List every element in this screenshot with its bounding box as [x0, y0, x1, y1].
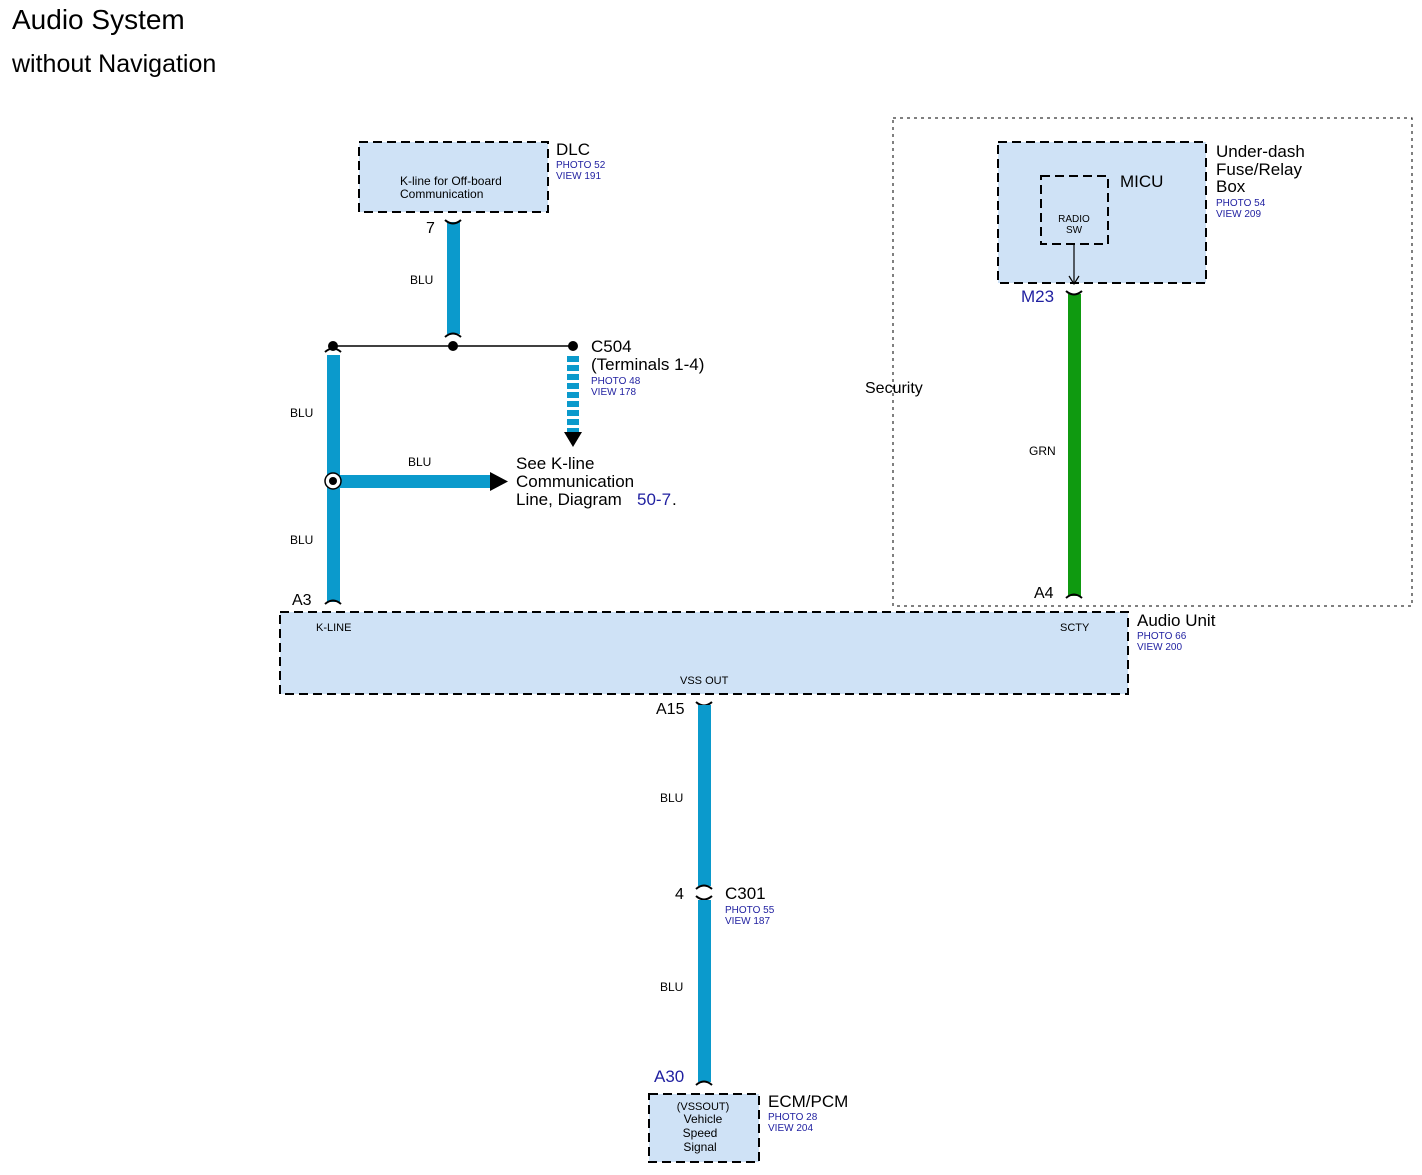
junction-dot-right: [568, 341, 578, 351]
audio-vss-label: VSS OUT: [680, 675, 729, 687]
wire-label-left-lower: BLU: [290, 533, 313, 547]
underdash-box: [997, 141, 1207, 284]
wire-label-audio-c301: BLU: [660, 791, 683, 805]
see-kline-link[interactable]: 50-7: [637, 490, 671, 509]
c301-photo[interactable]: PHOTO 55: [725, 905, 775, 916]
audio-unit-box: [279, 611, 1129, 695]
dlc-name: DLC: [556, 140, 590, 159]
a3-connector-mark: [324, 599, 342, 605]
branch-arrow: [490, 472, 508, 491]
see-kline-line1: See K-line: [516, 454, 594, 473]
c301-upper-mark: [695, 884, 713, 890]
ecm-pin: A30: [654, 1067, 684, 1086]
wire-dlc-to-junction: [447, 222, 460, 334]
a30-connector-mark: [695, 1080, 713, 1086]
radio-sw-arrow: [1068, 275, 1080, 286]
audio-pin-a3: A3: [292, 592, 312, 609]
wire-c301-to-ecm: [698, 900, 711, 1082]
junction-connector-mark: [444, 332, 462, 338]
underdash-line3: Box: [1216, 177, 1246, 196]
branch-splice-dot: [329, 477, 337, 485]
c301-pin: 4: [675, 886, 684, 903]
audio-unit-view[interactable]: VIEW 200: [1137, 642, 1182, 653]
see-kline-line3: Line, Diagram: [516, 490, 622, 509]
ecm-box: [648, 1093, 760, 1163]
wire-label-left-upper: BLU: [290, 406, 313, 420]
audio-pin-a15: A15: [656, 701, 685, 718]
ecm-line2: Vehicle: [684, 1112, 723, 1126]
dlc-pin: 7: [426, 220, 435, 237]
c301-name: C301: [725, 884, 766, 903]
junction-dot-center: [448, 341, 458, 351]
security-region: [892, 117, 1413, 607]
radio-sw-line2: SW: [1066, 225, 1083, 236]
ecm-line4: Signal: [683, 1140, 716, 1154]
c301-lower-mark: [695, 895, 713, 901]
audio-kline-label: K-LINE: [316, 622, 351, 634]
security-label: Security: [865, 380, 923, 397]
left-top-connector-mark: [324, 347, 342, 353]
a4-connector-mark: [1065, 593, 1083, 599]
wire-label-c301-ecm: BLU: [660, 980, 683, 994]
ecm-line1: (VSSOUT): [677, 1101, 730, 1113]
c504-view[interactable]: VIEW 178: [591, 387, 636, 398]
dlc-inner-line2: Communication: [400, 187, 483, 201]
page-subtitle: without Navigation: [12, 50, 217, 78]
c504-photo[interactable]: PHOTO 48: [591, 376, 641, 387]
wire-label-grn: GRN: [1029, 444, 1056, 458]
c504-terminals: (Terminals 1-4): [591, 355, 704, 374]
ecm-line3: Speed: [683, 1126, 718, 1140]
page-title: Audio System: [12, 4, 185, 35]
wire-audio-to-c301: [698, 705, 711, 886]
a15-connector-mark: [695, 701, 713, 707]
wire-micu-to-audio: [1068, 294, 1081, 596]
wire-label-dlc: BLU: [410, 273, 433, 287]
c504-arrow: [564, 432, 582, 447]
c504-name: C504: [591, 337, 632, 356]
underdash-pin: M23: [1021, 287, 1054, 306]
micu-label: MICU: [1120, 172, 1163, 191]
audio-unit-photo[interactable]: PHOTO 66: [1137, 631, 1187, 642]
see-kline-line2: Communication: [516, 472, 634, 491]
radio-sw-line1: RADIO: [1058, 214, 1090, 225]
wire-label-branch: BLU: [408, 455, 431, 469]
underdash-photo[interactable]: PHOTO 54: [1216, 198, 1266, 209]
audio-unit-name: Audio Unit: [1137, 611, 1216, 630]
dlc-photo[interactable]: PHOTO 52: [556, 160, 606, 171]
ecm-view[interactable]: VIEW 204: [768, 1123, 813, 1134]
audio-pin-a4: A4: [1034, 585, 1054, 602]
underdash-view[interactable]: VIEW 209: [1216, 209, 1261, 220]
dlc-connector-mark: [444, 219, 462, 225]
dlc-view[interactable]: VIEW 191: [556, 171, 601, 182]
underdash-line1: Under-dash: [1216, 142, 1305, 161]
c301-view[interactable]: VIEW 187: [725, 916, 770, 927]
dlc-inner-line1: K-line for Off-board: [400, 174, 502, 188]
dlc-box: [358, 141, 549, 213]
m23-connector-mark: [1065, 290, 1083, 296]
ecm-photo[interactable]: PHOTO 28: [768, 1112, 818, 1123]
audio-scty-label: SCTY: [1060, 622, 1090, 634]
underdash-line2: Fuse/Relay: [1216, 160, 1302, 179]
see-kline-suffix: .: [672, 490, 677, 509]
ecm-name: ECM/PCM: [768, 1092, 848, 1111]
wire-branch: [340, 475, 492, 488]
